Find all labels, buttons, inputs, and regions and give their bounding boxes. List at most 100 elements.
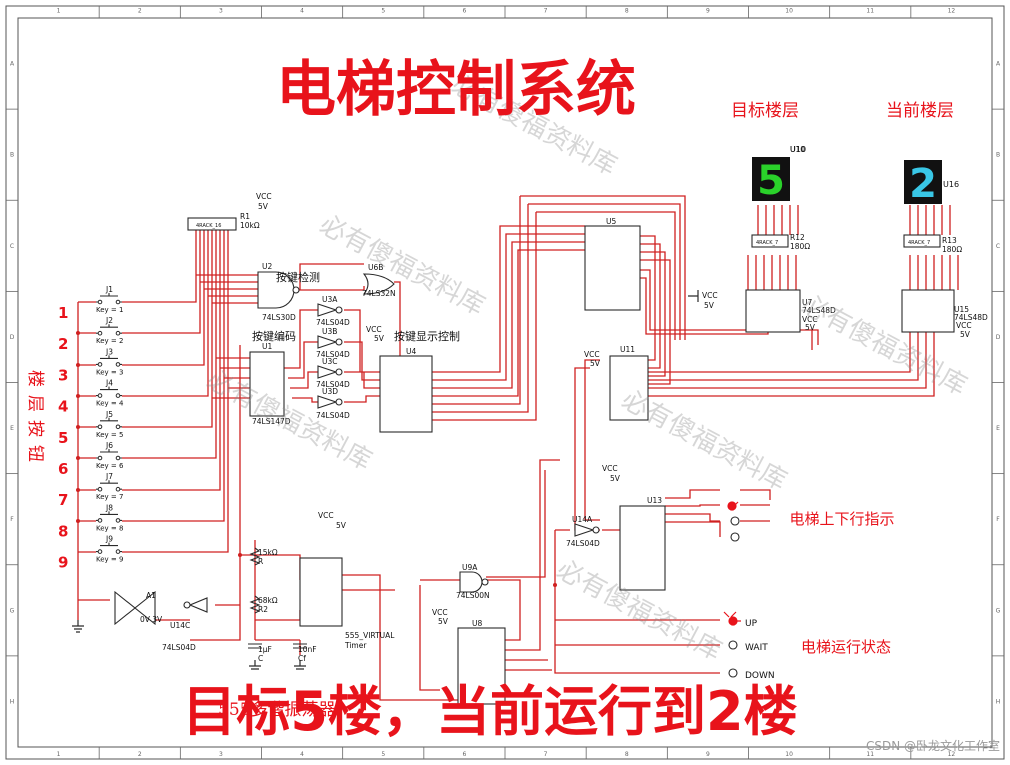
label-vcc-u15: VCC (956, 321, 972, 330)
label-r13-value: 180Ω (942, 245, 962, 254)
label-timer: 555_VIRTUAL (345, 631, 395, 640)
counter-u8 (457, 627, 506, 705)
label-r13: R13 (942, 236, 957, 245)
label-u14a-type: 74LS04D (566, 539, 600, 548)
border-col-4-bottom: 4 (300, 751, 304, 758)
border-col-8-top: 8 (625, 8, 629, 15)
led-direction-indicator (727, 501, 737, 511)
led-wait-indicator (728, 640, 738, 650)
label-u11: U11 (620, 345, 635, 354)
floor-number-7: 7 (58, 491, 68, 509)
label-wait: WAIT (745, 643, 768, 653)
floor-number-5: 5 (58, 429, 68, 447)
decoder-u15 (901, 289, 955, 333)
border-row-A-left: A (10, 61, 15, 68)
switch-key: Key = 7 (96, 493, 123, 501)
label-u3c-type: 74LS04D (316, 380, 350, 389)
label-u3b-type: 74LS04D (316, 350, 350, 359)
border-col-8-bottom: 8 (625, 751, 629, 758)
floor-buttons-label: 楼层按钮 (25, 370, 45, 470)
label-c: C (258, 654, 263, 663)
status-label: 电梯运行状态 (801, 638, 891, 656)
label-u3a-type: 74LS04D (316, 318, 350, 327)
label-u15-type: 74LS48D (954, 313, 988, 322)
label-vcc-u7: VCC (802, 315, 818, 324)
switch-key: Key = 8 (96, 524, 123, 532)
or-gate-u6b (362, 273, 395, 295)
label-u14c-type: 74LS04D (162, 643, 196, 652)
label-key-detect: 按键检测 (276, 270, 320, 284)
label-u9a-type: 74LS00N (456, 591, 490, 600)
label-r1: R1 (240, 212, 250, 221)
label-u6b: U6B (368, 263, 383, 272)
switch-ref: J7 (105, 472, 113, 481)
switch-key: Key = 4 (96, 400, 124, 408)
border-row-B-left: B (10, 152, 14, 159)
switch-ref: J2 (105, 316, 113, 325)
switch-ref: J6 (105, 441, 113, 450)
border-row-F-left: F (10, 516, 14, 523)
inverter-u14c (188, 597, 208, 613)
logic-u13 (619, 505, 666, 591)
border-row-H-right: H (996, 698, 1001, 705)
switch-ref: J9 (105, 535, 113, 544)
target-floor-label: 目标楼层 (731, 101, 799, 121)
border-col-6-top: 6 (463, 8, 467, 15)
resistor-r (249, 547, 261, 566)
label-timer-2: Timer (344, 641, 367, 650)
border-col-5-bottom: 5 (381, 751, 385, 758)
label-cf-value: 10nF (298, 645, 317, 654)
border-col-1-top: 1 (57, 8, 61, 15)
border-row-B-right: B (996, 152, 1000, 159)
timer-label: 555多谐振荡器 (218, 700, 335, 720)
border-col-3-top: 3 (219, 8, 223, 15)
label-key-display: 按键显示控制 (394, 329, 460, 343)
label-r: R (258, 557, 263, 566)
label-u10: U10 (790, 145, 805, 154)
label-rack7-b: 4RACK_7 (908, 240, 930, 246)
label-u3b: U3B (322, 327, 337, 336)
caption: 目标5楼，当前运行到2楼 (182, 680, 797, 743)
label-c-value: 1μF (258, 645, 272, 654)
resistor-pack-r1 (187, 217, 237, 231)
border-col-7-top: 7 (544, 8, 548, 15)
target-digit: 5 (757, 158, 785, 204)
switch-key: Key = 9 (96, 556, 123, 564)
switch-ref: J8 (105, 503, 113, 512)
resistor-pack-r13 (903, 234, 941, 248)
border-col-12-bottom: 12 (948, 751, 956, 758)
border-col-7-bottom: 7 (544, 751, 548, 758)
label-u2-type: 74LS30D (262, 313, 296, 322)
floor-number-1: 1 (58, 304, 68, 322)
direction-label: 电梯上下行指示 (789, 510, 894, 528)
resistor-pack-r12 (751, 234, 789, 248)
label-r12-value: 180Ω (790, 242, 810, 251)
label-rpack: 4RACK_16 (196, 223, 221, 229)
inverter-u3a (317, 303, 338, 317)
border-row-C-right: C (996, 243, 1000, 250)
label-vcc-u8: VCC (432, 608, 448, 617)
encoder-u1 (249, 351, 285, 417)
inverter-u3d (317, 395, 338, 409)
border-col-12-top: 12 (948, 8, 956, 15)
label-u6b-type: 74LS32N (362, 289, 396, 298)
label-5v-r1: 5V (258, 202, 269, 211)
label-u9a: U9A (462, 563, 478, 572)
label-u8: U8 (472, 619, 482, 628)
border-row-A-right: A (996, 61, 1001, 68)
label-cf: Cf (298, 654, 306, 663)
border-row-E-right: E (996, 425, 1000, 432)
switch-key: Key = 1 (96, 306, 123, 314)
